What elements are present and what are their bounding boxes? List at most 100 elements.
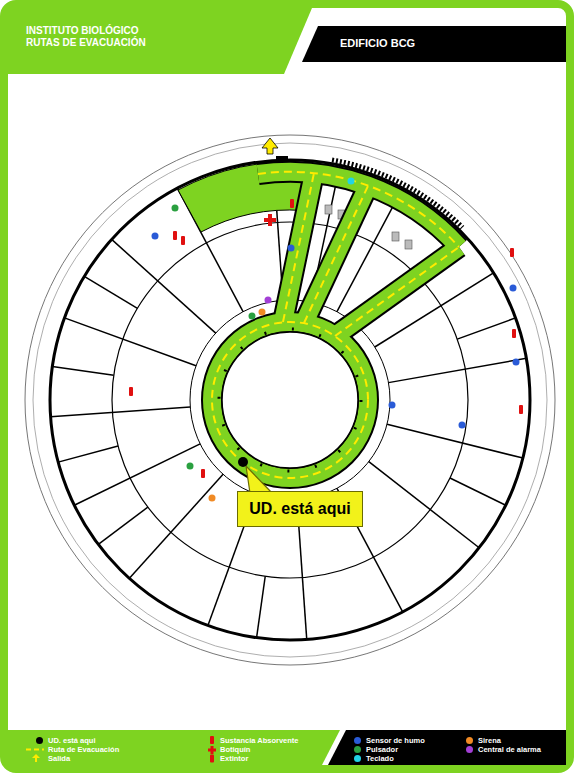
legend-swatch — [354, 746, 361, 753]
legend-entry: Extintor — [220, 754, 248, 763]
exit-arrow — [262, 138, 278, 154]
toilet — [325, 205, 332, 214]
route-corridor — [283, 173, 314, 322]
wall — [52, 367, 113, 376]
legend-entry: Sirena — [478, 736, 501, 745]
sensor-dot — [513, 359, 520, 366]
legend-entry: Central de alarma — [478, 745, 541, 754]
extinguisher-icon — [510, 248, 514, 257]
smoke-sensors — [152, 233, 520, 429]
extinguisher-icon — [290, 199, 294, 208]
siren-dot — [209, 495, 216, 502]
route-ring — [212, 322, 368, 478]
legend-absorbent-sample — [210, 736, 214, 744]
route-ring — [212, 322, 368, 478]
legend-entry: Botiquín — [220, 745, 250, 754]
legend-text: Central de alarma — [478, 745, 541, 754]
legend-text: Pulsador — [366, 745, 398, 754]
building-label: EDIFICIO BCG — [340, 37, 415, 49]
route-corridor — [335, 247, 459, 336]
you-are-here-dot — [238, 457, 248, 467]
route-corridor — [258, 172, 459, 247]
extinguisher-icon — [129, 387, 133, 396]
legend-band — [8, 730, 340, 765]
callout-text: UD. está aqui — [249, 499, 350, 518]
legend-text: Teclado — [366, 754, 394, 763]
legend-entry: Pulsador — [366, 745, 398, 754]
legend-entry: Teclado — [366, 754, 394, 763]
legend-text: Sensor de humo — [366, 736, 425, 745]
legend-extinguisher-sample — [210, 755, 214, 763]
route-corridor — [258, 172, 459, 247]
legend-entry: Sensor de humo — [366, 736, 425, 745]
callout-box: UD. está aqui — [237, 491, 363, 527]
legend-exit-sample — [32, 754, 40, 762]
wall — [369, 462, 479, 548]
legend-band-dark — [328, 730, 566, 765]
site-circle-inner — [33, 143, 547, 657]
radial-walls — [51, 161, 527, 640]
page-frame — [4, 4, 570, 769]
route-corridor — [304, 186, 368, 323]
route-corridor — [335, 247, 459, 336]
legend-route-sample — [26, 749, 44, 751]
sensor-dot — [152, 233, 159, 240]
button-dot — [172, 205, 179, 212]
legend-swatch — [36, 737, 43, 744]
route-ring — [212, 322, 368, 478]
legend-text: Ruta de Evacuación — [48, 745, 119, 754]
legend-text: Extintor — [220, 754, 248, 763]
push-buttons — [172, 205, 256, 470]
wall — [64, 318, 196, 366]
route-outline — [212, 172, 459, 478]
legend-text: UD. está aqui — [48, 736, 96, 745]
legend-entry: Sustancia Absorvente — [220, 736, 299, 745]
wall — [58, 446, 118, 462]
wall — [112, 239, 216, 333]
building-wall — [50, 160, 530, 640]
route-dashes — [212, 172, 459, 478]
extinguisher-icon — [512, 329, 516, 338]
extinguisher-icon — [181, 236, 185, 245]
wall — [51, 407, 191, 417]
header-band — [8, 8, 312, 74]
wall — [387, 424, 523, 458]
siren-dot — [259, 309, 266, 316]
route-corridor — [304, 186, 368, 323]
route-fill — [212, 172, 459, 478]
legend-text: Botiquín — [220, 745, 250, 754]
legend-swatch — [354, 737, 361, 744]
legend-entry: Ruta de Evacuación — [48, 745, 119, 754]
pillars — [219, 329, 361, 471]
callout-pointer — [246, 466, 272, 493]
header-band-dark — [302, 26, 566, 62]
button-dot — [249, 313, 256, 320]
wall — [98, 507, 148, 544]
wall — [450, 478, 506, 505]
legend-swatch — [354, 755, 361, 762]
toilet — [405, 240, 412, 249]
keypad-dot — [348, 178, 355, 185]
legend-text: Salida — [48, 754, 70, 763]
button-dot — [187, 463, 194, 470]
extinguisher-icon — [519, 405, 523, 414]
sensor-dot — [389, 402, 396, 409]
alarm-central-dot — [265, 297, 272, 304]
first-aid-cross — [264, 214, 276, 226]
route-corridor — [335, 247, 459, 336]
sensor-dot — [459, 422, 466, 429]
site-circle — [25, 135, 555, 665]
extinguishers — [129, 199, 523, 478]
wall — [84, 276, 137, 308]
extinguisher-icon — [201, 469, 205, 478]
sensor-dot — [510, 285, 517, 292]
wall — [388, 358, 526, 382]
sensor-dot — [288, 245, 295, 252]
map-title: INSTITUTO BIOLÓGICO RUTAS DE EVACUACIÓN — [26, 25, 166, 49]
wall — [129, 474, 223, 578]
legend-first-aid-sample — [208, 746, 216, 754]
legend-swatch — [466, 737, 473, 744]
